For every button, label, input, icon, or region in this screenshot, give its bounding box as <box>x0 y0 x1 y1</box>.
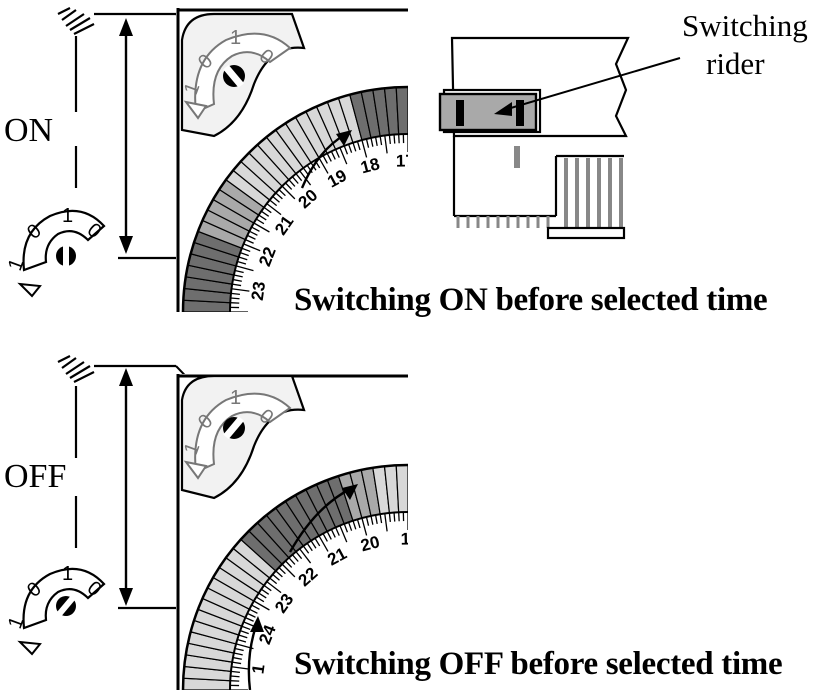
bottom-dial-hour-label: 20 <box>359 532 382 555</box>
rider-teeth <box>456 158 623 228</box>
hand-icon-bottom <box>57 355 95 383</box>
bottom-small-knob-digit-1: 1 <box>62 563 73 585</box>
bottom-caption: Switching OFF before selected time <box>294 646 783 682</box>
svg-text:1: 1 <box>230 27 241 49</box>
bottom-small-knob: 0 1 0 1 <box>4 563 106 656</box>
bottom-dial-segment <box>395 464 408 513</box>
rider-callout-line2: rider <box>706 46 765 81</box>
bottom-double-arrow <box>119 368 133 606</box>
top-small-knob-digit-1: 1 <box>62 205 73 227</box>
top-dial-segment <box>395 86 408 135</box>
bottom-dial-hour-label: 1 <box>248 663 268 675</box>
hand-icon-top <box>57 7 95 35</box>
rider-callout-line1: Switching <box>682 8 808 43</box>
top-knob-dial-face <box>194 32 292 114</box>
svg-text:1: 1 <box>230 387 241 409</box>
bottom-knob-dial-face <box>194 392 292 474</box>
top-dial-hour-label: 17 <box>396 151 415 170</box>
on-label: ON <box>4 112 54 149</box>
top-caption: Switching ON before selected time <box>294 282 768 318</box>
rider-detail <box>438 36 681 240</box>
off-label: OFF <box>4 458 67 495</box>
rider-callout-line <box>503 57 681 111</box>
top-dial-hour-label: 23 <box>248 280 269 301</box>
bottom-dial-hour-label: 1 <box>400 529 410 548</box>
top-small-knob: 0 1 0 1 <box>4 205 106 298</box>
top-double-arrow <box>119 18 133 254</box>
top-dial-hour-label: 18 <box>359 154 382 177</box>
